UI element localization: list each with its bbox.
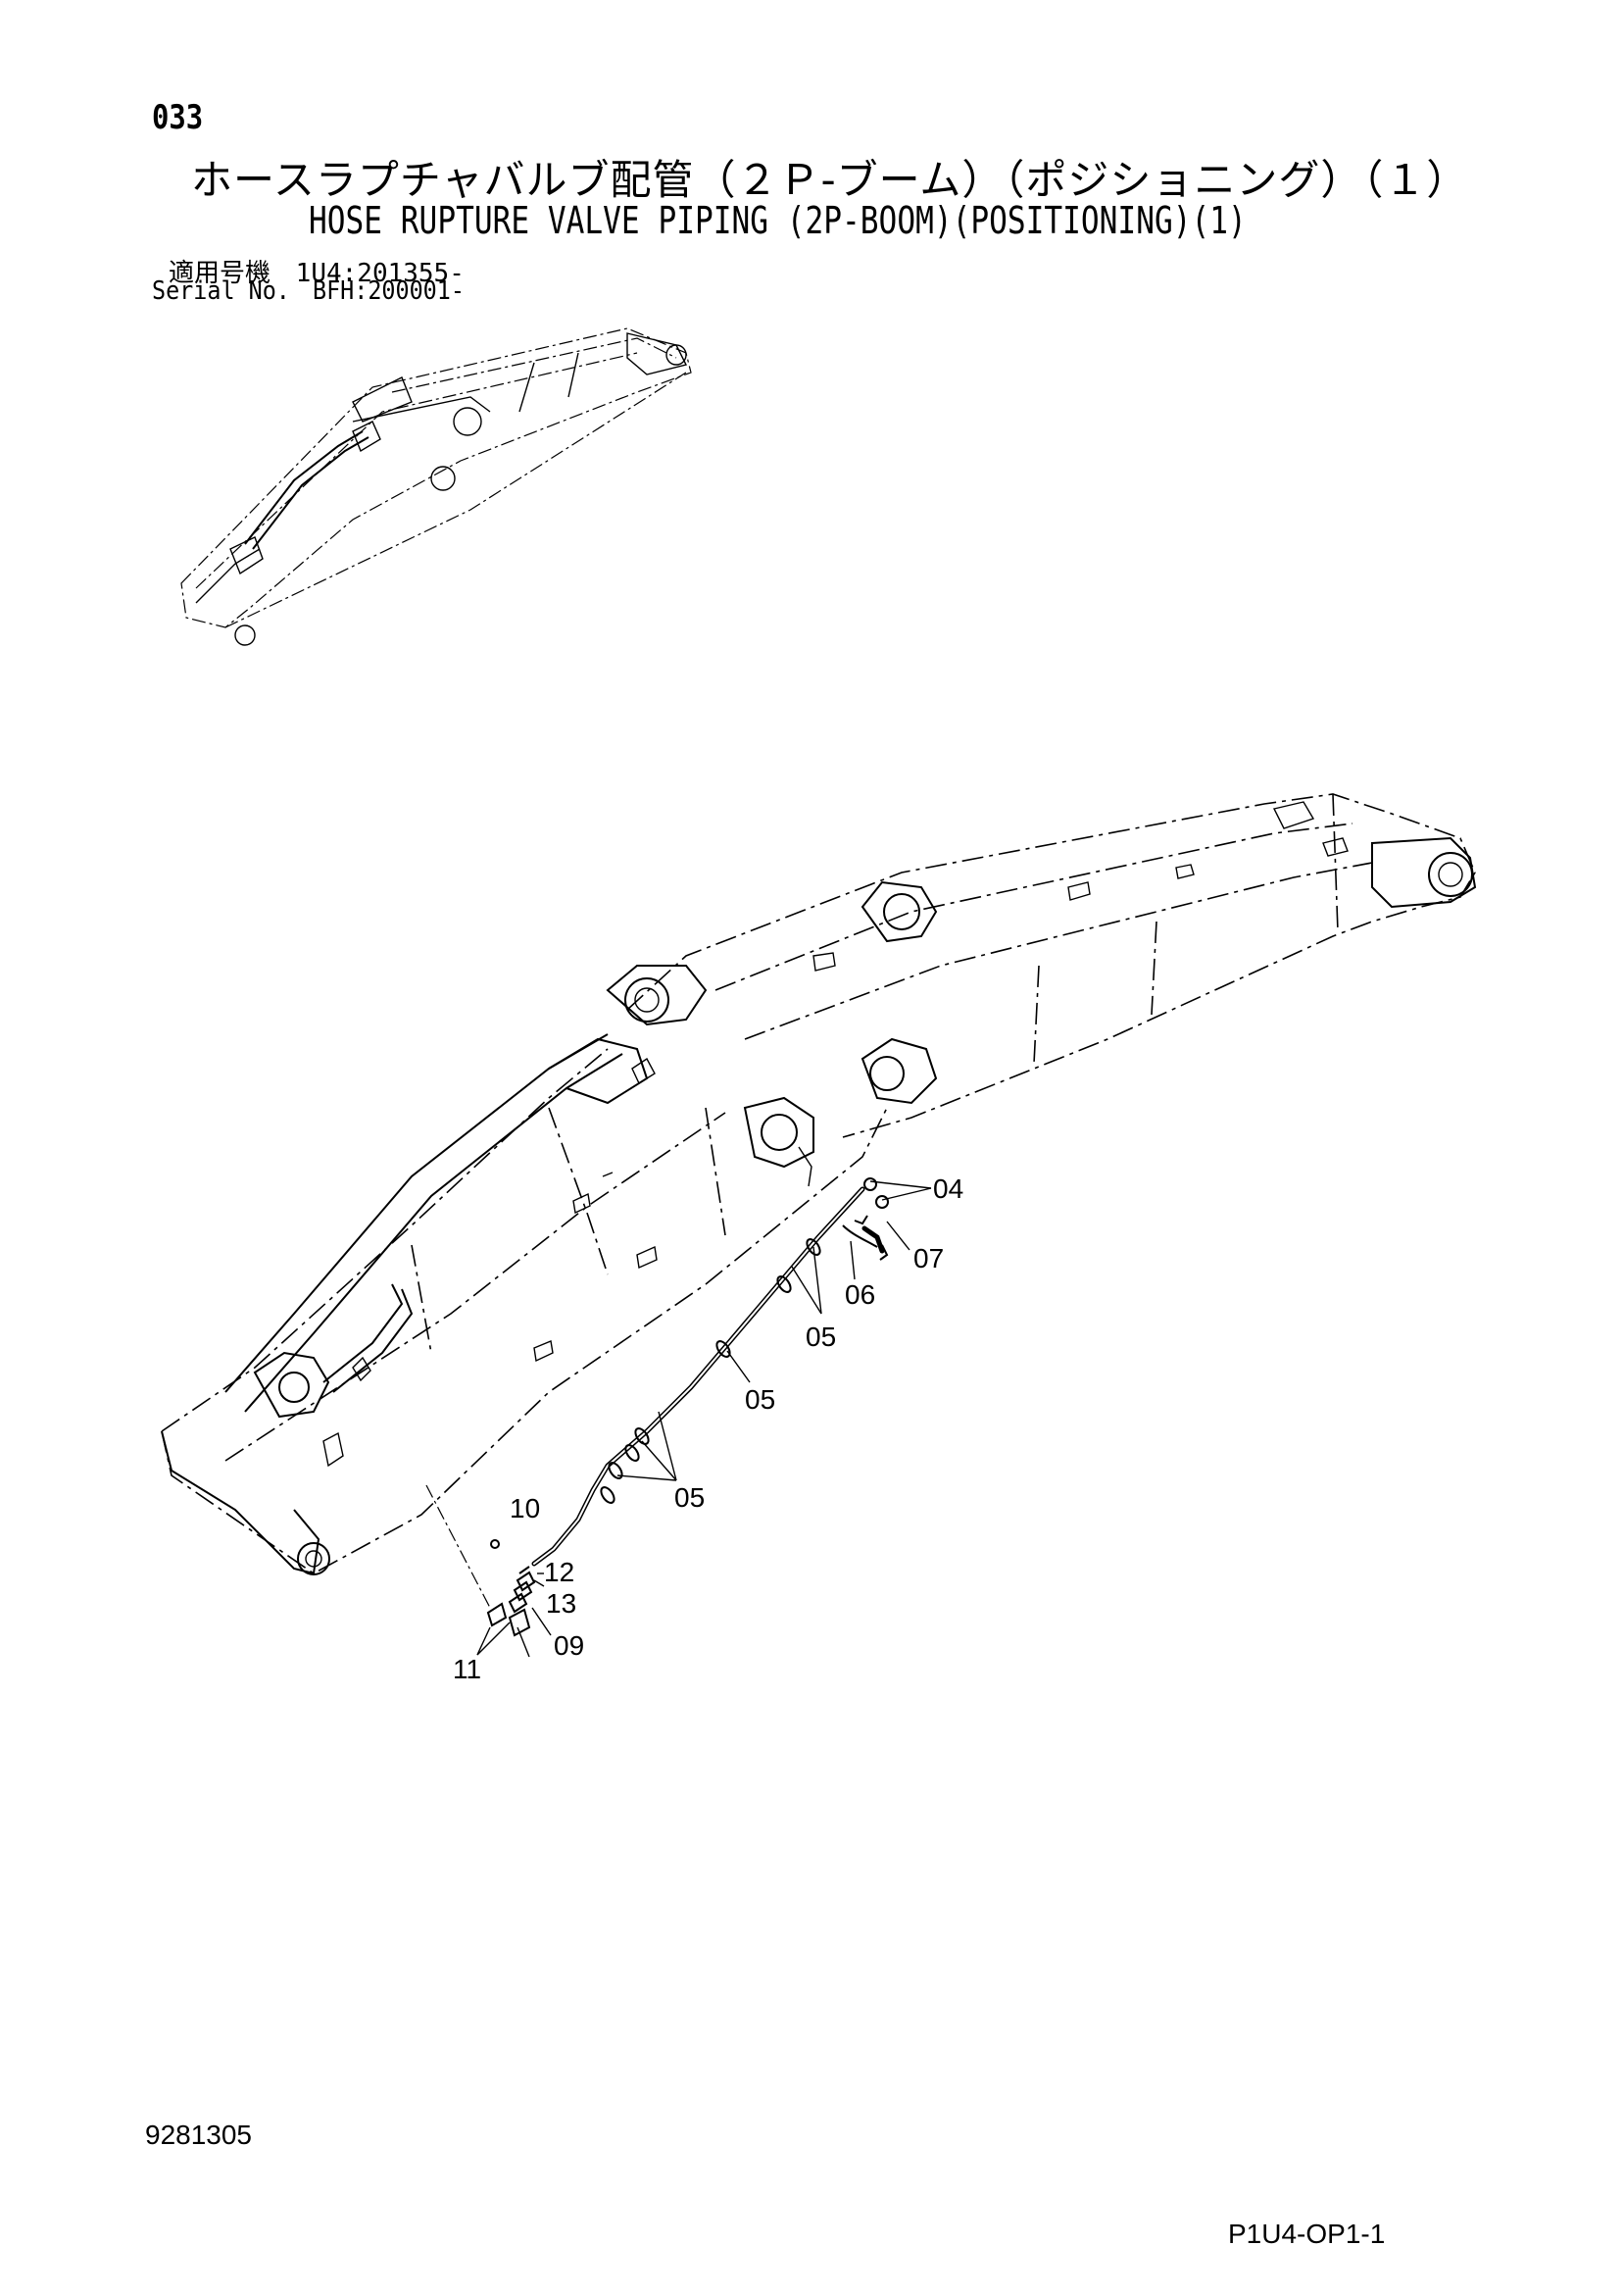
hose-assembly bbox=[425, 1177, 889, 1637]
part-label-11: 11 bbox=[453, 1654, 481, 1684]
part-labels: 04 07 06 05 05 05 10 12 13 09 11 bbox=[453, 1173, 963, 1684]
applicable-value: 1U4:201355- bbox=[295, 259, 465, 288]
page-number: 033 bbox=[152, 98, 204, 137]
main-boom-drawing bbox=[161, 793, 1477, 1575]
part-label-04: 04 bbox=[933, 1173, 963, 1204]
serial-value: BFH:200001- bbox=[312, 276, 465, 306]
part-label-07: 07 bbox=[913, 1243, 944, 1273]
applicable-label: 適用号機 bbox=[169, 259, 271, 288]
part-label-13: 13 bbox=[546, 1588, 576, 1619]
part-label-09: 09 bbox=[554, 1630, 584, 1661]
drawing-number: 9281305 bbox=[145, 2120, 253, 2150]
part-label-06: 06 bbox=[845, 1279, 875, 1310]
part-label-12: 12 bbox=[544, 1557, 574, 1587]
part-label-10: 10 bbox=[510, 1493, 540, 1523]
applicable-model-row: 適用号機 1U4:201355- bbox=[169, 253, 465, 289]
title-english: HOSE RUPTURE VALVE PIPING (2P-BOOM)(POSI… bbox=[309, 199, 1247, 242]
serial-number-row: Serial No. BFH:200001- bbox=[152, 276, 465, 306]
page-code: P1U4-OP1-1 bbox=[1228, 2219, 1386, 2249]
title-japanese: ホースラプチャバルブ配管（２Ｐ-ブーム）（ポジショニング）（１） bbox=[191, 156, 1469, 204]
serial-label: Serial No. bbox=[152, 276, 290, 306]
overview-boom-drawing bbox=[180, 327, 692, 646]
part-label-05-middle: 05 bbox=[745, 1384, 775, 1415]
leader-lines bbox=[476, 1180, 932, 1658]
part-label-05-upper: 05 bbox=[806, 1322, 836, 1352]
part-label-05-lower: 05 bbox=[674, 1482, 705, 1513]
